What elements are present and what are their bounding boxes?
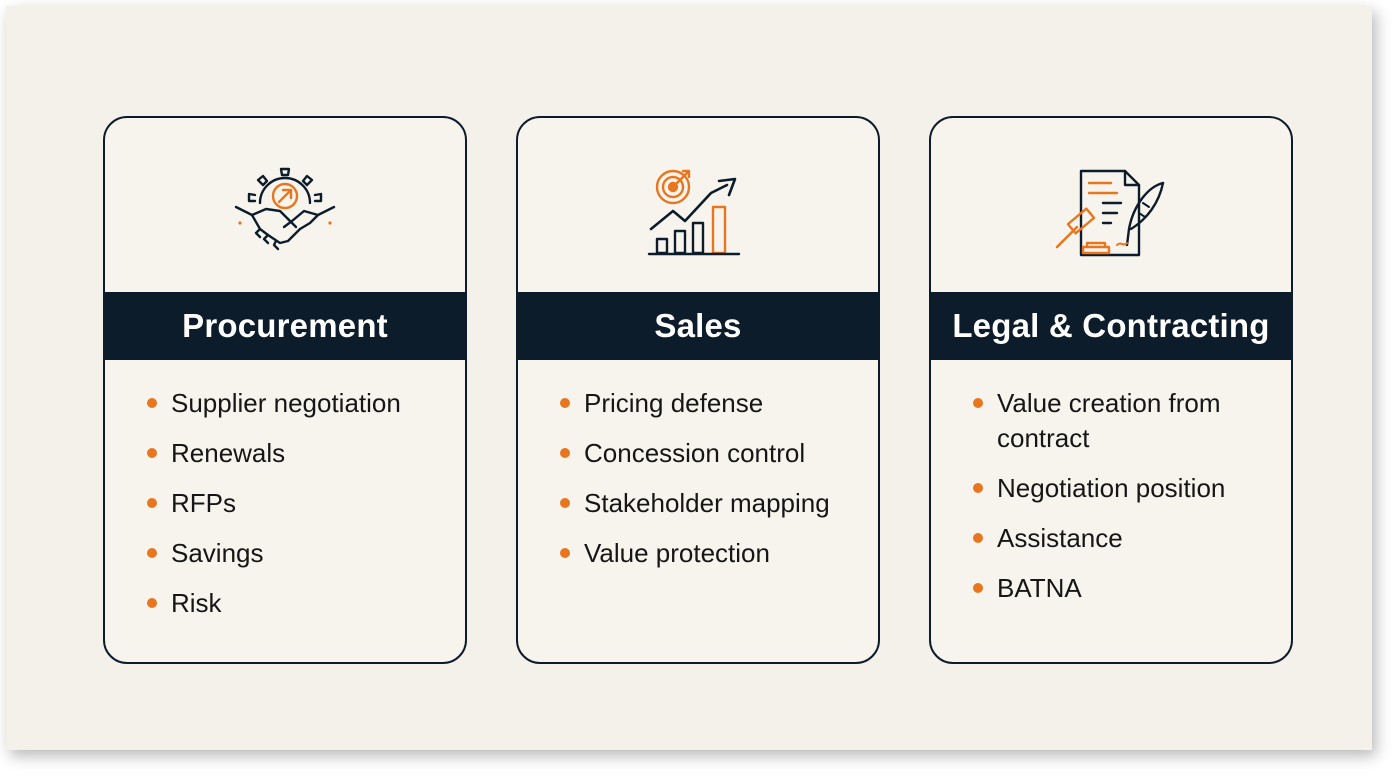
bullet-dot xyxy=(973,533,983,543)
list-item: Stakeholder mapping xyxy=(558,486,858,521)
bullet-dot xyxy=(973,398,983,408)
slide: Procurement Supplier negotiation Renewal… xyxy=(6,6,1372,750)
list-item-label: Assistance xyxy=(997,523,1123,553)
list-item-label: BATNA xyxy=(997,573,1082,603)
list-item-label: Savings xyxy=(171,538,264,568)
target-growth-chart-icon xyxy=(518,158,878,268)
list-item: RFPs xyxy=(145,486,445,521)
list-item: Supplier negotiation xyxy=(145,386,445,421)
list-item: Risk xyxy=(145,586,445,621)
card-item-list: Pricing defense Concession control Stake… xyxy=(558,386,858,586)
bullet-dot xyxy=(147,498,157,508)
card-header-band: Sales xyxy=(518,292,878,360)
bullet-dot xyxy=(560,398,570,408)
list-item: Renewals xyxy=(145,436,445,471)
list-item-label: RFPs xyxy=(171,488,236,518)
card-item-list: Supplier negotiation Renewals RFPs Savin… xyxy=(145,386,445,636)
list-item-label: Negotiation position xyxy=(997,473,1226,503)
card-header-band: Procurement xyxy=(105,292,465,360)
list-item-label: Risk xyxy=(171,588,222,618)
handshake-gear-icon xyxy=(105,158,465,268)
bullet-dot xyxy=(973,483,983,493)
card-header-band: Legal & Contracting xyxy=(931,292,1291,360)
bullet-dot xyxy=(147,548,157,558)
bullet-dot xyxy=(147,398,157,408)
list-item: Value protection xyxy=(558,536,858,571)
list-item-label: Stakeholder mapping xyxy=(584,488,830,518)
bullet-dot xyxy=(560,548,570,558)
list-item-label: Pricing defense xyxy=(584,388,764,418)
bullet-dot xyxy=(560,498,570,508)
list-item-label: Supplier negotiation xyxy=(171,388,401,418)
list-item: BATNA xyxy=(971,571,1271,606)
list-item-label: Value creation from contract xyxy=(997,388,1221,453)
contract-gavel-quill-icon xyxy=(931,158,1291,268)
list-item: Assistance xyxy=(971,521,1271,556)
card-sales: Sales Pricing defense Concession control… xyxy=(516,116,880,664)
list-item-label: Concession control xyxy=(584,438,806,468)
card-item-list: Value creation from contract Negotiation… xyxy=(971,386,1271,621)
list-item: Pricing defense xyxy=(558,386,858,421)
list-item: Savings xyxy=(145,536,445,571)
bullet-dot xyxy=(147,598,157,608)
card-legal-contracting: Legal & Contracting Value creation from … xyxy=(929,116,1293,664)
list-item-label: Renewals xyxy=(171,438,286,468)
card-procurement: Procurement Supplier negotiation Renewal… xyxy=(103,116,467,664)
card-title: Procurement xyxy=(182,307,388,344)
list-item: Concession control xyxy=(558,436,858,471)
list-item: Value creation from contract xyxy=(971,386,1271,456)
bullet-dot xyxy=(560,448,570,458)
list-item: Negotiation position xyxy=(971,471,1271,506)
card-title: Legal & Contracting xyxy=(952,307,1270,344)
list-item-label: Value protection xyxy=(584,538,770,568)
bullet-dot xyxy=(147,448,157,458)
card-title: Sales xyxy=(654,307,742,344)
bullet-dot xyxy=(973,583,983,593)
